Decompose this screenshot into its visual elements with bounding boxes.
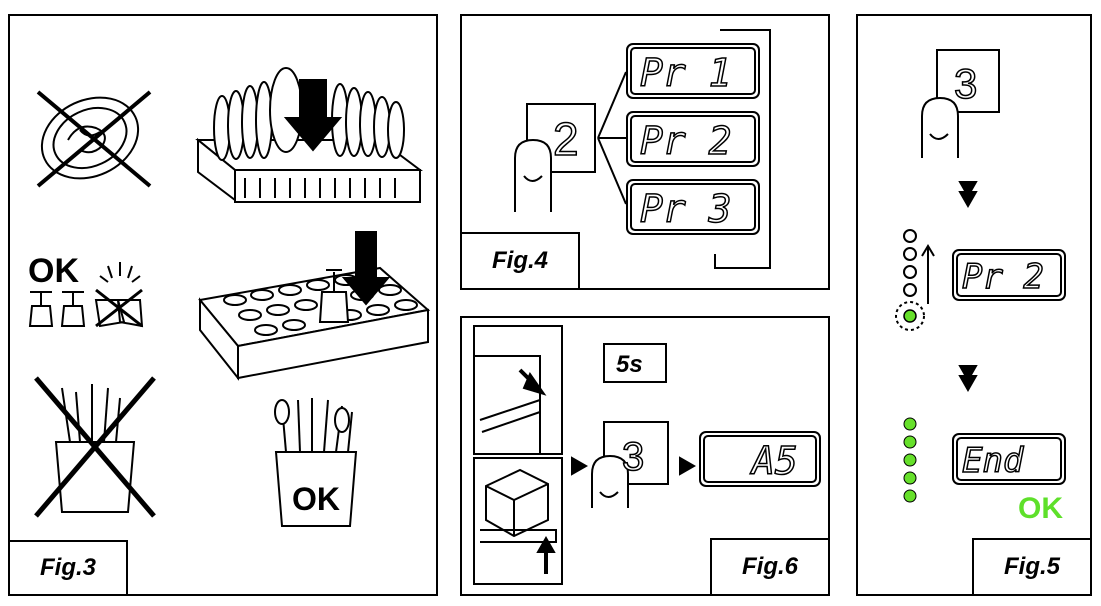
upside-down-glasses-icon [28, 291, 86, 327]
glasses-ok-label: OK [28, 252, 79, 290]
glass-rack-icon [198, 231, 431, 381]
led-1 [903, 417, 917, 431]
led-5 [903, 489, 917, 503]
display-pr2-fig5-text: Pr 2 [962, 257, 1044, 297]
display-pr2-fig5 [952, 249, 1066, 301]
fig6-label: Fig.6 [710, 538, 830, 596]
display-pr1-text: Pr 1 [640, 51, 732, 95]
led-4 [903, 471, 917, 485]
display-end-text: End [962, 441, 1024, 481]
down-arrow-1 [958, 181, 978, 209]
ok-label: OK [1018, 492, 1063, 525]
cutlery-crossed-icon [34, 376, 156, 518]
door-open-image [473, 325, 563, 455]
display-a5 [699, 431, 821, 487]
broken-glasses-icon [94, 262, 144, 328]
plate-rack-icon [195, 67, 423, 203]
finger-icon-fig6 [591, 454, 629, 508]
display-pr2-text: Pr 2 [640, 119, 732, 163]
display-pr1 [626, 43, 760, 99]
button-3-fig5-label: 3 [954, 60, 977, 107]
finger-icon [514, 138, 552, 212]
led-active [903, 309, 917, 323]
button-3-fig6-label: 3 [622, 435, 644, 479]
fig5-label: Fig.5 [972, 538, 1092, 596]
display-pr2 [626, 111, 760, 167]
button-2 [526, 103, 596, 173]
finger-icon-fig5 [921, 96, 959, 158]
button-2-label: 2 [553, 113, 579, 165]
led-blinking-icon [895, 301, 925, 331]
cutlery-ok-icon [274, 398, 358, 527]
arrow-right-1 [571, 456, 589, 476]
display-pr3 [626, 179, 760, 235]
arrow-right-2 [679, 456, 697, 476]
led-column-green [903, 417, 917, 503]
fig3-label: Fig.3 [8, 540, 128, 596]
timer-text: 5s [616, 351, 643, 378]
led-3 [903, 453, 917, 467]
down-arrow-2 [958, 365, 978, 393]
plate-crossed-icon [36, 90, 152, 188]
loop-bracket [714, 29, 771, 269]
timer-box [603, 343, 667, 383]
display-a5-text: A5 [750, 439, 798, 483]
fig4-label: Fig.4 [460, 232, 580, 290]
display-pr3-text: Pr 3 [640, 187, 732, 231]
display-end [952, 433, 1066, 485]
led-2 [903, 435, 917, 449]
cutlery-ok-label: OK [292, 481, 340, 517]
